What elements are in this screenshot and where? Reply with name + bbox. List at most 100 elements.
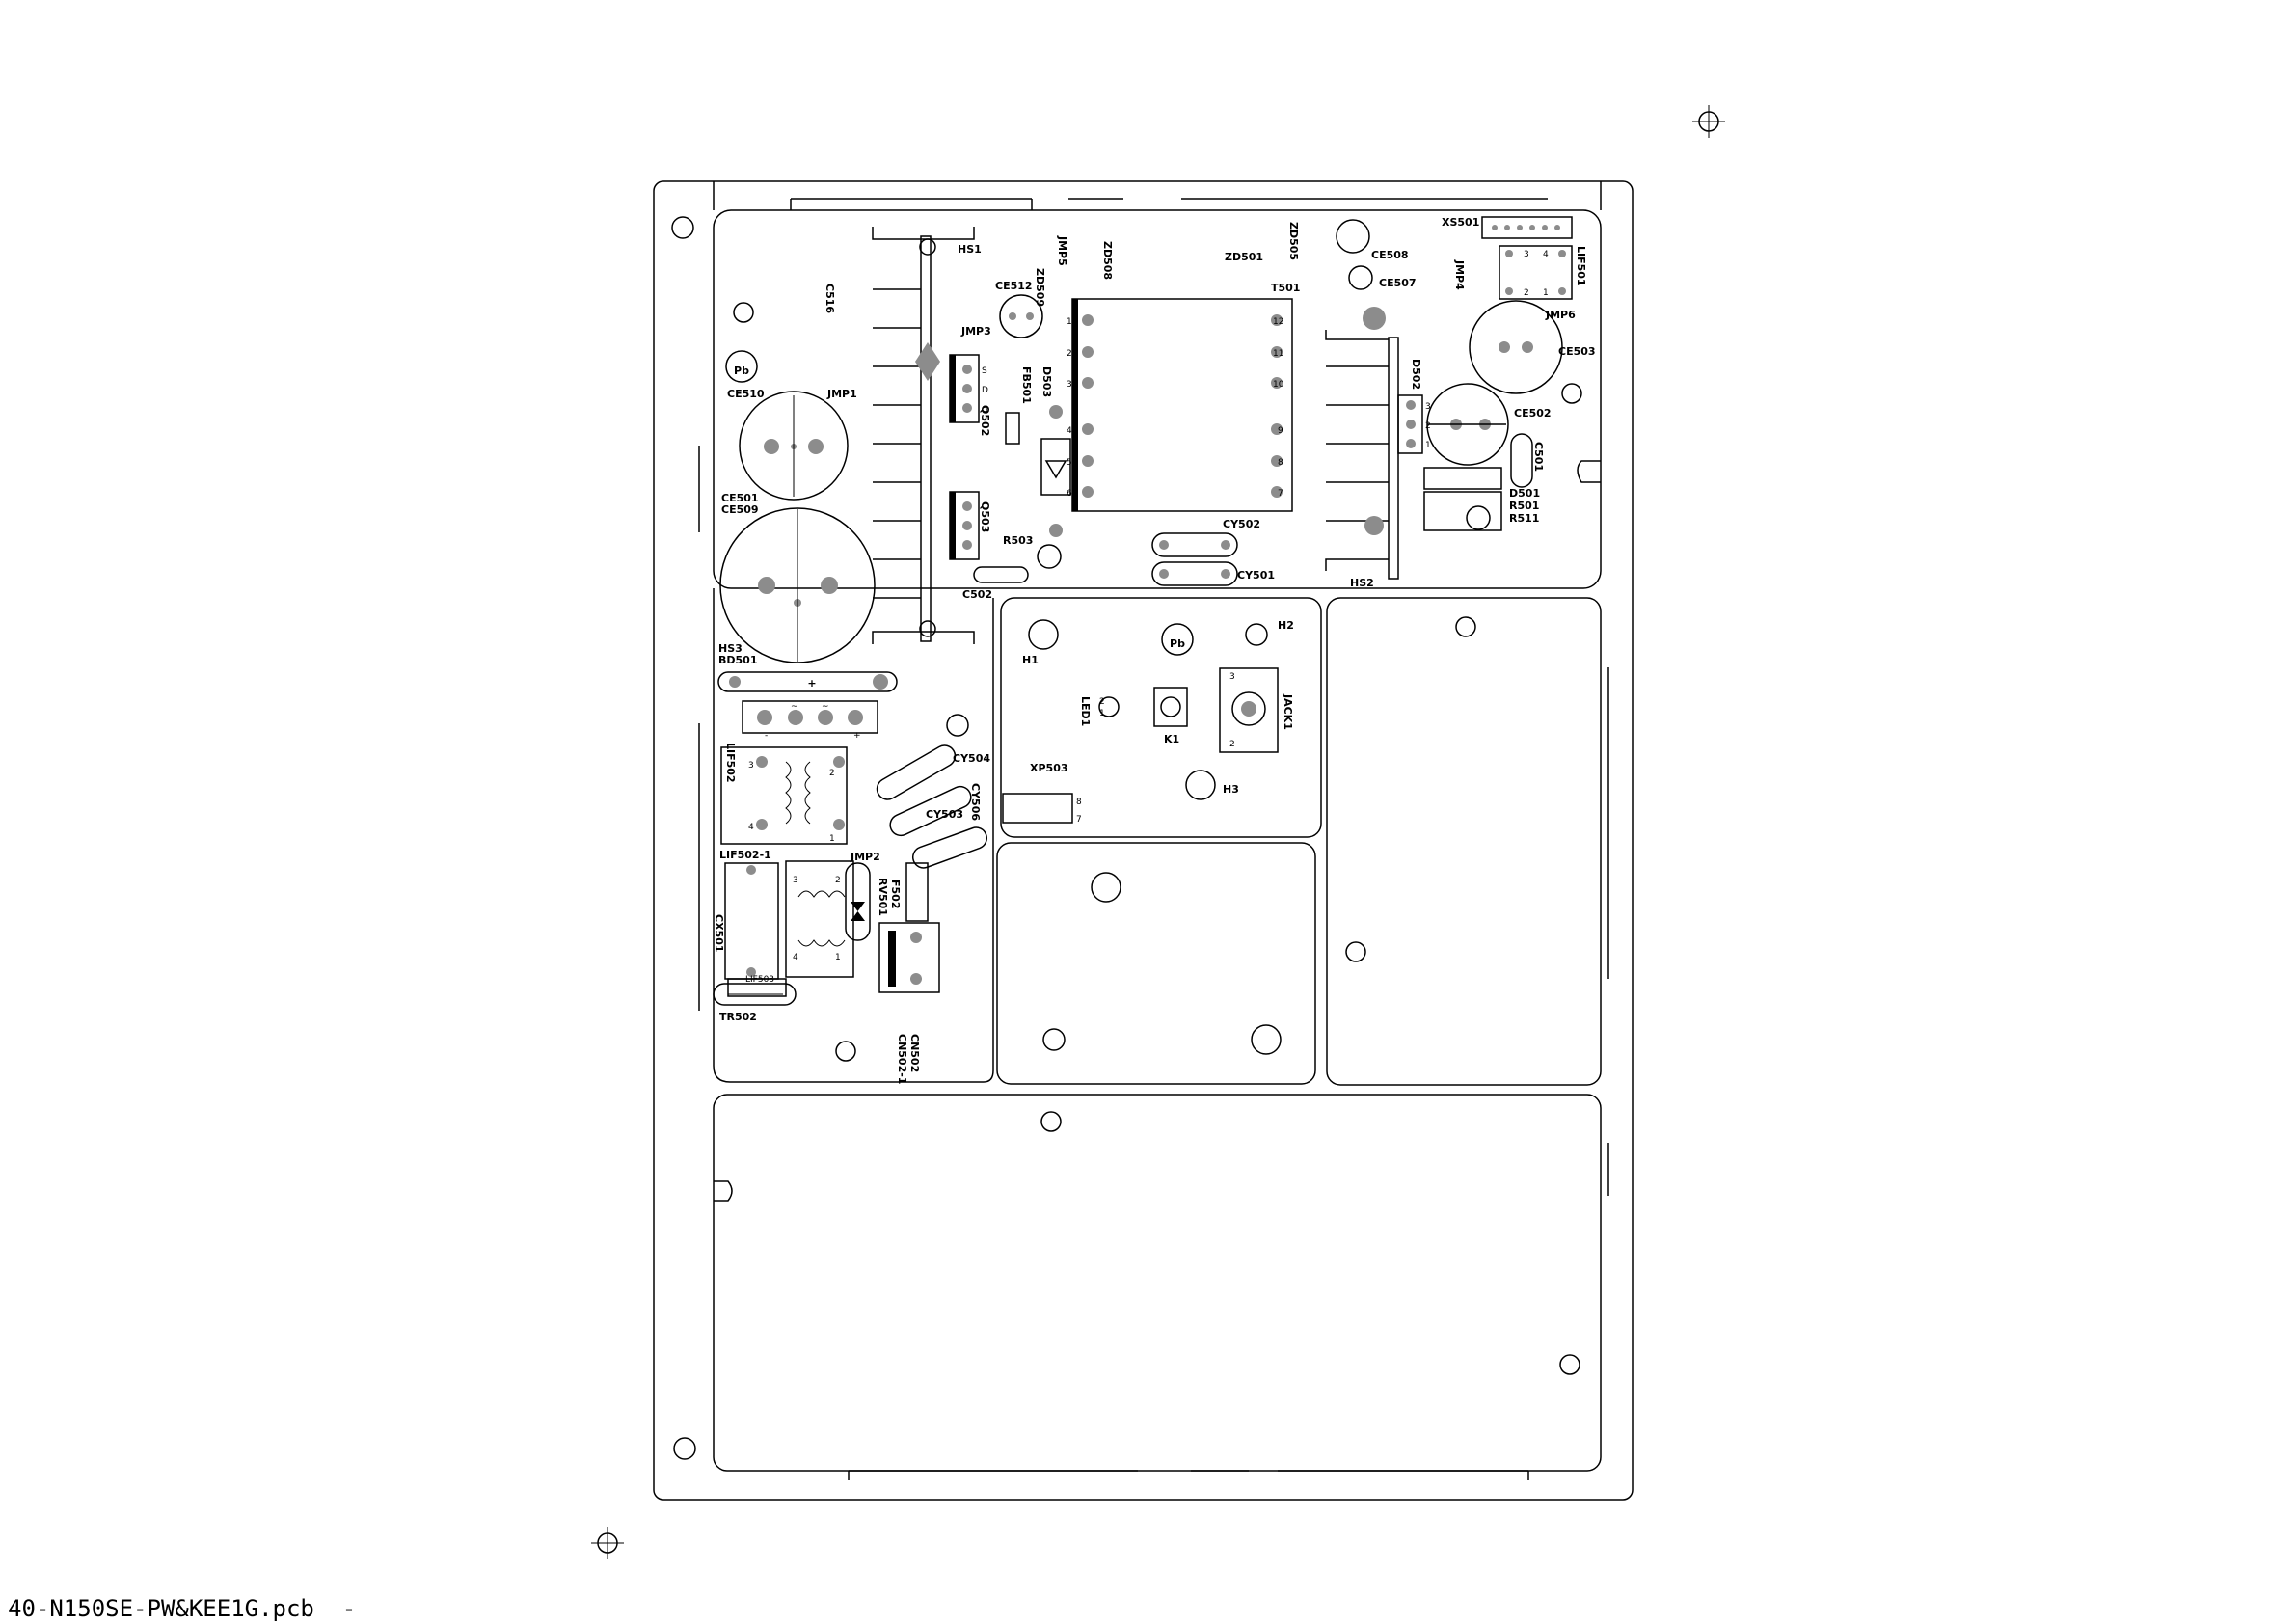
svg-text:+: +	[853, 731, 861, 741]
svg-text:CY503: CY503	[926, 808, 963, 821]
svg-text:JMP4: JMP4	[1453, 259, 1466, 290]
svg-text:G: G	[982, 405, 988, 415]
svg-text:CE502: CE502	[1514, 407, 1552, 420]
transistor-q502	[949, 354, 980, 423]
pb-mark: Pb	[1161, 623, 1194, 656]
svg-text:D: D	[982, 386, 988, 395]
transformer-pin-numbers: 1 2 3 4 5 6 12 11 10 9 8 7	[1067, 317, 1284, 499]
svg-text:2: 2	[1425, 421, 1431, 431]
svg-text:JMP3: JMP3	[960, 325, 991, 338]
svg-text:Pb: Pb	[734, 365, 749, 377]
diode-d501	[1423, 467, 1502, 490]
transformer-t501	[1071, 298, 1386, 512]
capacitor-ce502	[1426, 383, 1509, 466]
svg-text:F502: F502	[889, 880, 902, 908]
registration-mark-top-right	[1692, 105, 1725, 138]
svg-text:1: 1	[829, 834, 835, 844]
svg-text:8: 8	[1278, 458, 1283, 468]
svg-text:HS1: HS1	[958, 243, 982, 256]
svg-text:3: 3	[1425, 402, 1431, 412]
heatsink-hs2	[1325, 330, 1399, 580]
svg-text:CE501: CE501	[721, 492, 759, 504]
hole-h1	[1028, 619, 1059, 650]
pb-mark: Pb	[725, 350, 758, 383]
resistor-r501	[1423, 491, 1502, 531]
svg-text:9: 9	[1278, 426, 1283, 436]
svg-text:CE507: CE507	[1379, 277, 1417, 289]
svg-text:4: 4	[1543, 250, 1549, 259]
svg-text:Q503: Q503	[979, 501, 991, 532]
d502-pin-labels: 3 2 1	[1425, 402, 1431, 450]
capacitor-ce510	[739, 391, 849, 501]
registration-mark-bottom-left	[591, 1527, 624, 1559]
svg-text:11: 11	[1273, 349, 1283, 359]
svg-text:D502: D502	[1410, 359, 1422, 390]
svg-text:T501: T501	[1271, 282, 1300, 294]
capacitor-cy506	[911, 826, 988, 869]
diode-d502	[1397, 394, 1423, 454]
inductor-lif502: 3 2 4 1	[720, 746, 848, 845]
svg-text:7: 7	[1278, 489, 1283, 499]
svg-text:LED1: LED1	[1079, 696, 1092, 726]
svg-text:JMP6: JMP6	[1545, 309, 1576, 321]
svg-text:1: 1	[835, 953, 841, 962]
capacitor-ce509	[719, 507, 876, 663]
svg-text:~: ~	[822, 702, 829, 712]
bridge-bd501: +	[717, 671, 898, 692]
svg-text:XP503: XP503	[1030, 762, 1068, 774]
capacitor-cy503	[889, 785, 972, 837]
svg-text:LIF502: LIF502	[724, 743, 737, 783]
svg-text:ZD508: ZD508	[1101, 241, 1114, 280]
capacitor-ce503	[1469, 300, 1563, 394]
resistor-r503	[1037, 544, 1062, 569]
svg-text:RV501: RV501	[877, 878, 889, 916]
svg-text:JMP5: JMP5	[1056, 235, 1068, 266]
svg-text:5: 5	[1067, 458, 1072, 468]
svg-text:+: +	[807, 677, 816, 690]
svg-text:3: 3	[1229, 672, 1235, 682]
svg-text:3: 3	[1067, 380, 1072, 390]
heatsink-hs1	[872, 227, 975, 644]
capacitor-c502	[973, 566, 1029, 583]
svg-text:CE508: CE508	[1371, 249, 1409, 261]
svg-text:LIF501: LIF501	[1575, 246, 1587, 286]
svg-text:8: 8	[1076, 798, 1082, 807]
svg-text:ZD501: ZD501	[1225, 251, 1263, 263]
lif501-pin-labels: 3 4 2 1	[1524, 250, 1549, 298]
capacitor-cy502	[1151, 532, 1238, 557]
svg-text:HS3: HS3	[718, 642, 743, 655]
diode-d503	[1040, 405, 1071, 537]
capacitor-cy501	[1151, 561, 1238, 586]
inductor-lif503	[727, 978, 787, 997]
q-pin-labels: S D G	[982, 366, 988, 415]
lower-box-holes	[1042, 872, 1282, 1055]
svg-text:D501: D501	[1509, 487, 1540, 500]
svg-text:ZD505: ZD505	[1287, 222, 1300, 260]
transistor-q503	[949, 491, 980, 560]
svg-text:4: 4	[793, 953, 798, 962]
svg-text:FB501: FB501	[1020, 366, 1033, 404]
svg-text:2: 2	[1524, 288, 1529, 298]
connector-xs501	[1481, 216, 1573, 239]
board-outline	[653, 180, 1634, 1501]
svg-text:H1: H1	[1022, 654, 1039, 666]
capacitor-ce507	[1348, 265, 1373, 290]
svg-text:JMP1: JMP1	[826, 388, 857, 400]
connector-xp503	[1002, 793, 1073, 824]
svg-text:H2: H2	[1278, 619, 1294, 632]
svg-text:2: 2	[835, 876, 841, 885]
svg-text:C502: C502	[962, 588, 992, 601]
svg-text:2: 2	[1229, 740, 1235, 749]
svg-text:CY502: CY502	[1223, 518, 1260, 530]
svg-text:CE512: CE512	[995, 280, 1033, 292]
svg-text:3: 3	[1524, 250, 1529, 259]
ferrite-fb501	[1005, 412, 1020, 445]
svg-text:CX501: CX501	[713, 914, 725, 953]
svg-text:CY504: CY504	[953, 752, 990, 765]
svg-text:LIF503: LIF503	[745, 975, 774, 985]
svg-text:S: S	[982, 366, 987, 376]
svg-text:CN502: CN502	[908, 1034, 921, 1072]
svg-text:~: ~	[791, 702, 798, 712]
svg-text:C501: C501	[1532, 442, 1545, 472]
